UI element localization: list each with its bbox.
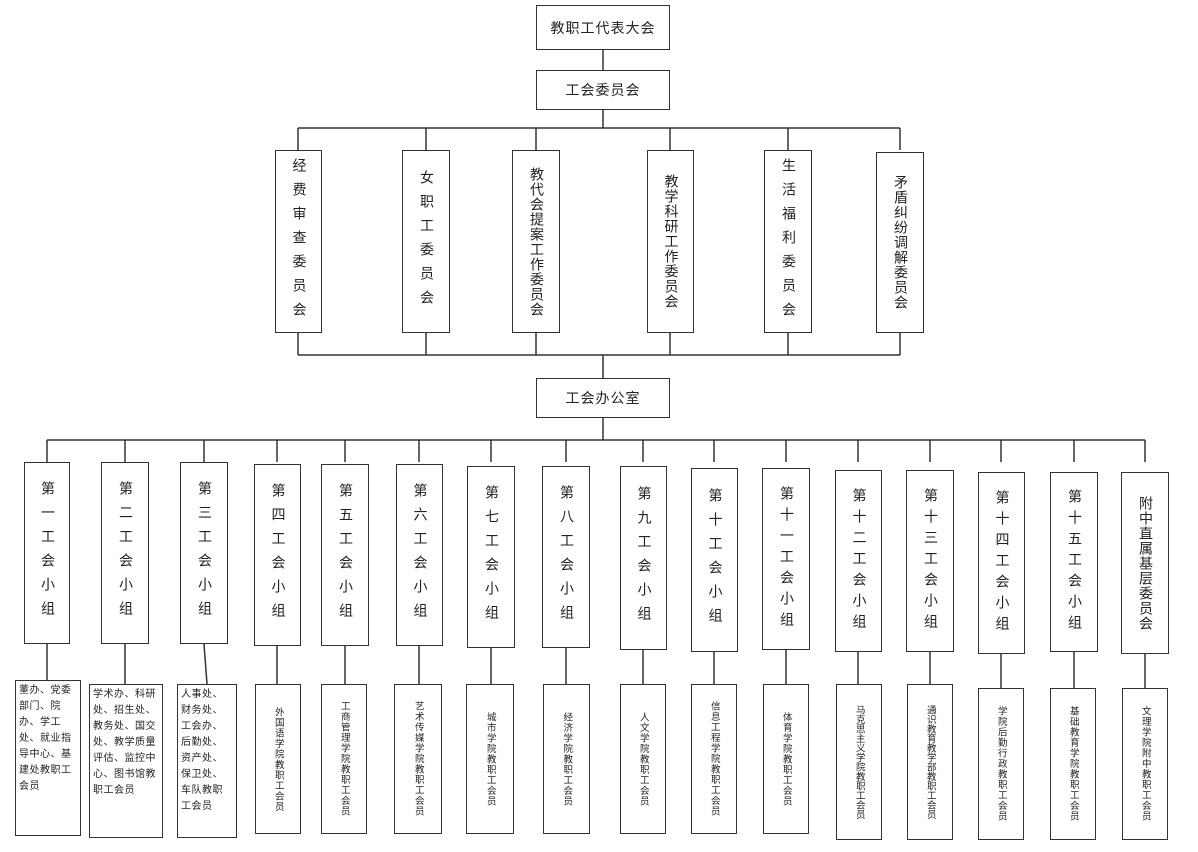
group-box: 第十工会小组 bbox=[691, 468, 738, 652]
group-box: 第二工会小组 bbox=[101, 462, 149, 644]
member-label: 学院后勤行政教职工会员 bbox=[995, 706, 1007, 822]
group-box: 第四工会小组 bbox=[254, 464, 301, 646]
member-label: 艺术传媒学院教职工会员 bbox=[412, 701, 424, 817]
member-box: 体育学院教职工会员 bbox=[763, 684, 809, 834]
subcommittee-box: 教代会提案工作委员会 bbox=[512, 150, 560, 333]
member-box: 文理学院附中教职工会员 bbox=[1122, 688, 1168, 840]
member-label: 经济学院教职工会员 bbox=[561, 711, 573, 807]
group-label: 第十四工会小组 bbox=[993, 489, 1010, 637]
group-box: 第十三工会小组 bbox=[906, 470, 954, 652]
subcommittee-label: 矛盾纠纷调解委员会 bbox=[892, 175, 908, 310]
member-label: 基础教育学院教职工会员 bbox=[1067, 706, 1079, 822]
office-box: 工会办公室 bbox=[536, 378, 670, 418]
member-box: 学院后勤行政教职工会员 bbox=[978, 688, 1024, 840]
group-box: 第六工会小组 bbox=[396, 464, 443, 646]
group-box: 第十二工会小组 bbox=[835, 470, 882, 652]
group-box: 第九工会小组 bbox=[620, 466, 667, 650]
member-box: 马克思主义学院教职工会员 bbox=[836, 684, 882, 840]
member-box: 工商管理学院教职工会员 bbox=[321, 684, 367, 834]
group-box: 第三工会小组 bbox=[180, 462, 228, 644]
subcommittee-label: 经费审查委员会 bbox=[290, 157, 307, 326]
member-label: 信息工程学院教职工会员 bbox=[708, 701, 720, 817]
group-label: 第二工会小组 bbox=[117, 481, 133, 625]
group-label: 第三工会小组 bbox=[196, 481, 212, 625]
subcommittee-box: 经费审查委员会 bbox=[275, 150, 322, 333]
group-box: 第五工会小组 bbox=[321, 464, 369, 646]
congress-box: 教职工代表大会 bbox=[536, 5, 670, 50]
group-label: 第十工会小组 bbox=[706, 488, 723, 632]
subcommittee-label: 教学科研工作委员会 bbox=[662, 174, 679, 309]
member-label: 马克思主义学院教职工会员 bbox=[853, 705, 865, 819]
member-box: 董办、党委部门、院办、学工处、就业指导中心、基建处教职工会员 bbox=[15, 680, 81, 836]
member-box: 经济学院教职工会员 bbox=[543, 684, 590, 834]
member-box: 学术办、科研处、招生处、教务处、国交处、教学质量评估、监控中心、图书馆教职工会员 bbox=[89, 684, 163, 838]
group-box: 第十一工会小组 bbox=[762, 468, 810, 650]
group-label: 第九工会小组 bbox=[635, 486, 652, 630]
member-box: 通识教育教学部教职工会员 bbox=[907, 684, 953, 840]
group-box: 附中直属基层委员会 bbox=[1121, 472, 1169, 654]
group-box: 第一工会小组 bbox=[24, 462, 70, 644]
group-label: 第十二工会小组 bbox=[850, 487, 867, 635]
group-label: 第一工会小组 bbox=[39, 481, 55, 625]
member-label: 通识教育教学部教职工会员 bbox=[924, 705, 936, 819]
subcommittee-box: 教学科研工作委员会 bbox=[647, 150, 694, 333]
group-box: 第八工会小组 bbox=[542, 466, 590, 648]
group-label: 第十三工会小组 bbox=[922, 487, 938, 635]
subcommittee-label: 女职工委员会 bbox=[418, 169, 434, 314]
group-box: 第七工会小组 bbox=[467, 466, 515, 648]
office-label: 工会办公室 bbox=[565, 391, 641, 407]
member-box: 艺术传媒学院教职工会员 bbox=[394, 684, 442, 834]
subcommittee-box: 生活福利委员会 bbox=[764, 150, 812, 333]
group-box: 第十四工会小组 bbox=[978, 472, 1025, 654]
group-label: 第八工会小组 bbox=[558, 485, 574, 629]
member-label: 人文学院教职工会员 bbox=[637, 711, 649, 807]
group-label: 第四工会小组 bbox=[269, 483, 286, 627]
member-box: 外国语学院教职工会员 bbox=[255, 684, 301, 834]
committee-box: 工会委员会 bbox=[536, 70, 670, 110]
member-label: 工商管理学院教职工会员 bbox=[338, 701, 350, 817]
member-label: 学术办、科研处、招生处、教务处、国交处、教学质量评估、监控中心、图书馆教职工会员 bbox=[93, 689, 156, 796]
member-box: 人文学院教职工会员 bbox=[620, 684, 666, 834]
member-box: 人事处、财务处、工会办、后勤处、资产处、保卫处、车队教职工会员 bbox=[177, 684, 237, 838]
member-box: 城市学院教职工会员 bbox=[466, 684, 514, 834]
subcommittee-box: 矛盾纠纷调解委员会 bbox=[876, 152, 924, 333]
member-label: 外国语学院教职工会员 bbox=[272, 706, 284, 812]
subcommittee-label: 教代会提案工作委员会 bbox=[528, 166, 544, 317]
group-label: 附中直属基层委员会 bbox=[1137, 495, 1153, 631]
member-label: 文理学院附中教职工会员 bbox=[1139, 706, 1151, 822]
group-label: 第十一工会小组 bbox=[778, 485, 794, 633]
committee-label: 工会委员会 bbox=[565, 83, 641, 99]
group-label: 第十五工会小组 bbox=[1066, 488, 1082, 636]
member-box: 基础教育学院教职工会员 bbox=[1050, 688, 1096, 840]
subcommittee-box: 女职工委员会 bbox=[402, 150, 450, 333]
group-box: 第十五工会小组 bbox=[1050, 472, 1098, 652]
group-label: 第七工会小组 bbox=[483, 485, 499, 629]
member-label: 人事处、财务处、工会办、后勤处、资产处、保卫处、车队教职工会员 bbox=[181, 689, 223, 812]
member-box: 信息工程学院教职工会员 bbox=[691, 684, 737, 834]
group-label: 第六工会小组 bbox=[411, 483, 428, 627]
group-label: 第五工会小组 bbox=[337, 483, 353, 627]
member-label: 城市学院教职工会员 bbox=[484, 711, 496, 807]
member-label: 体育学院教职工会员 bbox=[780, 711, 792, 807]
member-label: 董办、党委部门、院办、学工处、就业指导中心、基建处教职工会员 bbox=[19, 685, 72, 792]
congress-label: 教职工代表大会 bbox=[550, 20, 656, 37]
subcommittee-label: 生活福利委员会 bbox=[780, 157, 796, 326]
